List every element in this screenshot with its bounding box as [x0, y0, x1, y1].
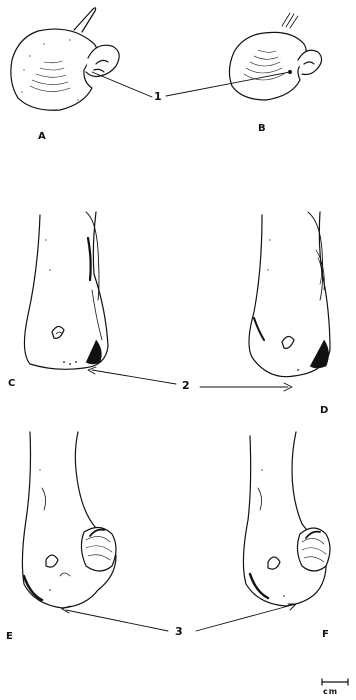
callout-2-leaders — [88, 367, 292, 391]
specimen-e — [22, 432, 116, 608]
specimen-c — [24, 212, 108, 369]
callout-number-3: 3 — [175, 626, 183, 637]
panel-label-c: C — [8, 379, 15, 389]
specimen-f — [243, 432, 330, 606]
panel-label-d: D — [320, 406, 328, 416]
panel-label-b: B — [258, 124, 266, 134]
panel-label-f: F — [322, 630, 329, 640]
scale-bar — [322, 679, 348, 685]
panel-label-a: A — [38, 132, 46, 142]
specimen-d — [249, 212, 330, 377]
specimen-b — [229, 13, 321, 100]
callout-number-2: 2 — [182, 380, 190, 391]
callout-number-1: 1 — [154, 91, 162, 102]
panel-label-e: E — [6, 632, 13, 642]
specimen-a — [11, 8, 119, 110]
scale-bar-label: cm — [323, 687, 338, 696]
